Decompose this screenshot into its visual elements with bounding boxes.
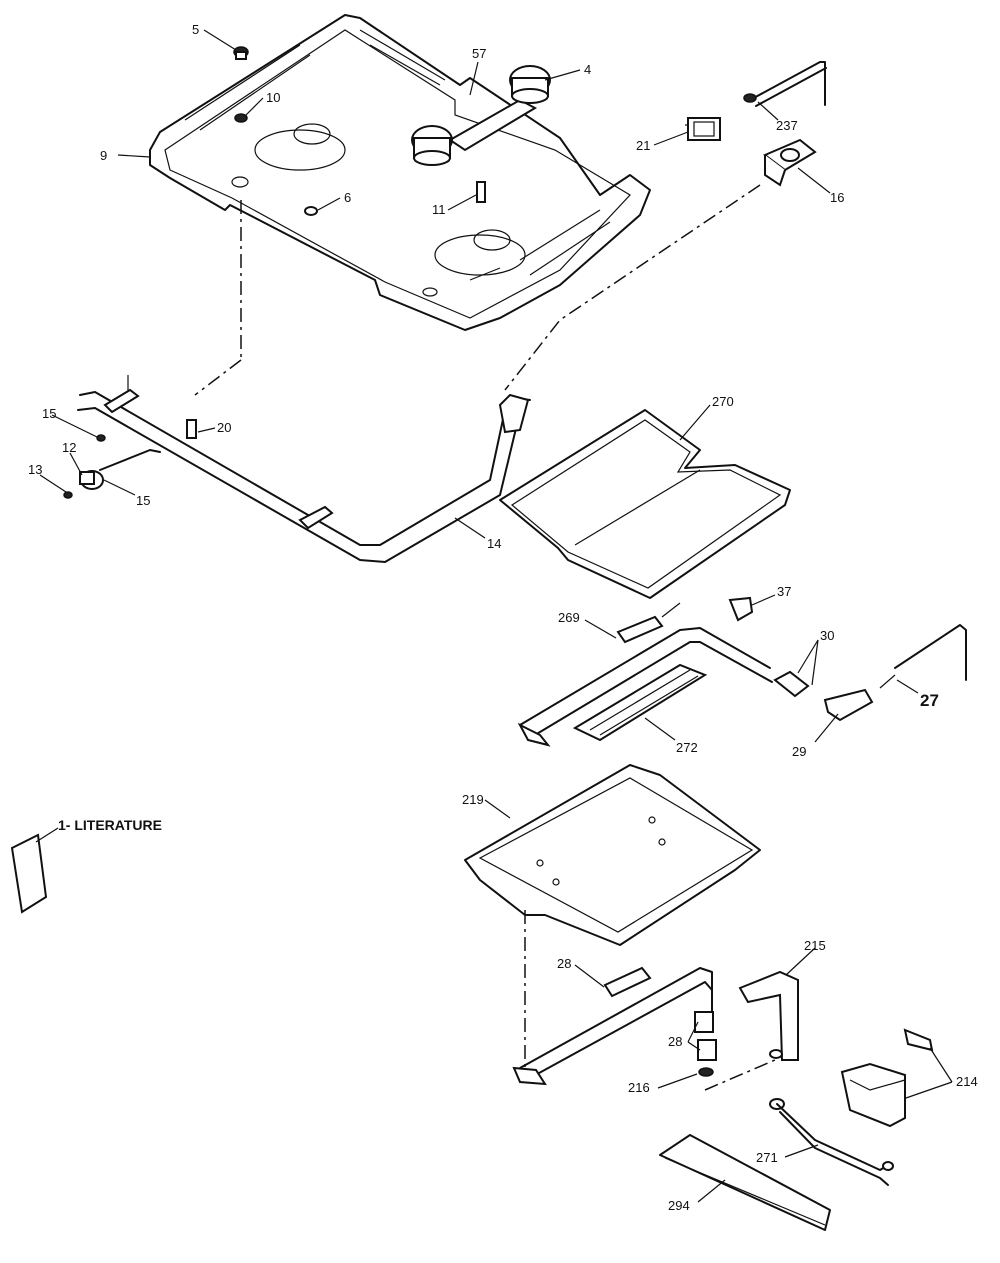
callout-237: 237 [776, 118, 798, 133]
drawer-rail [659, 1134, 831, 1231]
callout-14: 14 [487, 536, 501, 551]
gas-tube-upper [743, 61, 827, 107]
switch-part [685, 117, 721, 141]
top-panel-fasteners [233, 46, 486, 216]
callout-13: 13 [28, 462, 42, 477]
burner-shield [499, 409, 791, 599]
leader-lines [35, 29, 953, 1203]
callout-270: 270 [712, 394, 734, 409]
callout-219: 219 [462, 792, 484, 807]
callout-5: 5 [192, 22, 199, 37]
callout-28-upper: 28 [557, 956, 571, 971]
callout-27: 27 [920, 691, 939, 710]
broil-burner [512, 966, 894, 1186]
callout-29: 29 [792, 744, 806, 759]
callout-215: 215 [804, 938, 826, 953]
assembly-lines [194, 184, 776, 1091]
callout-10: 10 [266, 90, 280, 105]
callout-12: 12 [62, 440, 76, 455]
literature-booklet [10, 833, 48, 914]
lower-burner-assembly [517, 602, 967, 747]
callout-269: 269 [558, 610, 580, 625]
callout-9: 9 [100, 148, 107, 163]
broiler-pan [464, 764, 761, 946]
clip-part [728, 596, 754, 622]
callout-214: 214 [956, 1074, 978, 1089]
callout-272: 272 [676, 740, 698, 755]
ignitor-bracket [763, 138, 817, 187]
callout-16: 16 [830, 190, 844, 205]
callout-4: 4 [584, 62, 591, 77]
burner-valve-assembly [411, 65, 551, 166]
callout-216: 216 [628, 1080, 650, 1095]
callout-15-lower: 15 [136, 493, 150, 508]
callout-28-lower: 28 [668, 1034, 682, 1049]
top-panel [149, 14, 651, 331]
callout-21: 21 [636, 138, 650, 153]
callout-37: 37 [777, 584, 791, 599]
callout-15-upper: 15 [42, 406, 56, 421]
callout-20: 20 [217, 420, 231, 435]
literature-label: 1- LITERATURE [58, 817, 162, 833]
broil-valve-bracket [840, 1028, 934, 1128]
burner-manifold [63, 375, 531, 563]
callout-30: 30 [820, 628, 834, 643]
callout-271: 271 [756, 1150, 778, 1165]
callout-6: 6 [344, 190, 351, 205]
callout-labels: 5 57 4 10 9 6 11 21 237 16 20 15 12 13 1… [28, 22, 978, 1213]
callout-57: 57 [472, 46, 486, 61]
callout-11: 11 [432, 202, 446, 217]
callout-294: 294 [668, 1198, 690, 1213]
